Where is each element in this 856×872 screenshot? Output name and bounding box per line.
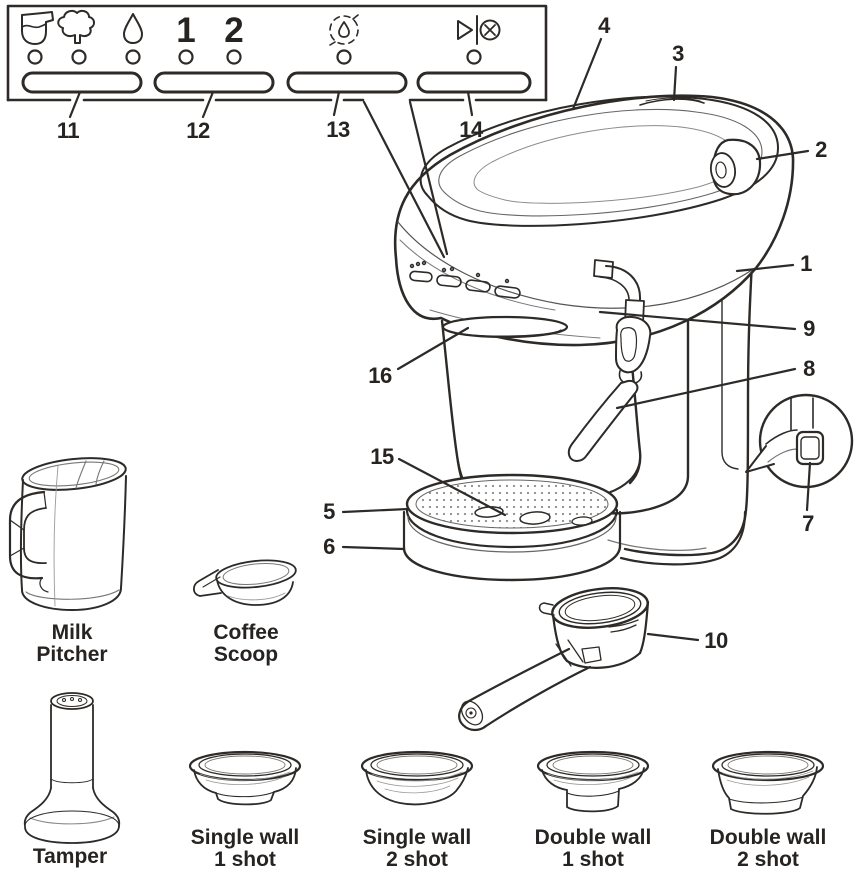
milk-pitcher-label: Milk Pitcher bbox=[36, 621, 108, 666]
inset-pointer-right bbox=[408, 100, 449, 256]
leader-line-6 bbox=[341, 545, 406, 551]
callout-1: 1 bbox=[800, 251, 812, 276]
basket-single-1shot-drawing bbox=[188, 750, 302, 806]
leader-line-15 bbox=[397, 457, 507, 517]
callout-7: 7 bbox=[802, 511, 814, 536]
callout-9: 9 bbox=[803, 316, 815, 341]
descale-button bbox=[286, 71, 408, 94]
machine-control-panel-drawing bbox=[409, 260, 521, 299]
callout-4: 4 bbox=[598, 13, 610, 38]
machine-head-drawing bbox=[393, 94, 795, 347]
start-stop-button bbox=[416, 71, 532, 94]
callout-11: 11 bbox=[56, 118, 80, 143]
leader-line-1 bbox=[735, 263, 795, 273]
leader-line-2 bbox=[755, 149, 810, 161]
portafilter-drawing bbox=[458, 587, 650, 732]
coffee-scoop-drawing bbox=[192, 559, 297, 606]
basket-double-2shot-label: Double wall 2 shot bbox=[709, 826, 827, 871]
leader-line-14 bbox=[466, 90, 474, 117]
espresso-cup-icon bbox=[21, 11, 54, 45]
milk-pitcher-drawing bbox=[8, 457, 127, 611]
leader-line-11 bbox=[68, 90, 82, 119]
basket-double-1shot-label: Double wall 1 shot bbox=[534, 826, 652, 871]
drip-tray-drawing bbox=[402, 473, 622, 582]
basket-double-2shot-drawing bbox=[711, 750, 825, 815]
callout-2: 2 bbox=[815, 137, 827, 162]
tamper-label: Tamper bbox=[32, 845, 108, 868]
steam-icon bbox=[57, 9, 95, 44]
leader-line-13 bbox=[332, 90, 341, 117]
shot-1-label: 1 bbox=[176, 11, 196, 50]
callout-10: 10 bbox=[704, 628, 728, 653]
callout-14: 14 bbox=[459, 117, 483, 142]
callout-12: 12 bbox=[186, 118, 210, 143]
inset-pointer-left bbox=[362, 100, 446, 259]
leader-line-3 bbox=[672, 65, 678, 102]
leader-line-8 bbox=[615, 367, 797, 410]
water-drop-icon bbox=[123, 13, 143, 44]
start-stop-icon bbox=[457, 15, 501, 45]
leader-line-10 bbox=[646, 632, 700, 642]
leader-line-9 bbox=[598, 310, 797, 331]
callout-3: 3 bbox=[672, 41, 684, 66]
steam-wand-drawing bbox=[567, 259, 652, 462]
power-switch-inset bbox=[745, 393, 854, 489]
leader-line-7 bbox=[805, 461, 812, 512]
callout-8: 8 bbox=[803, 356, 815, 381]
hinge-drawing bbox=[709, 138, 762, 196]
basket-single-2shot-label: Single wall 2 shot bbox=[362, 826, 472, 871]
tamper-drawing bbox=[23, 692, 121, 844]
leader-line-5 bbox=[341, 507, 410, 514]
leader-line-12 bbox=[201, 90, 215, 119]
shot-count-button bbox=[153, 71, 275, 94]
callout-15: 15 bbox=[370, 444, 394, 469]
leader-line-16 bbox=[396, 326, 470, 371]
callout-6: 6 bbox=[323, 534, 335, 559]
callout-16: 16 bbox=[368, 363, 392, 388]
basket-double-1shot-drawing bbox=[536, 750, 650, 813]
callout-13: 13 bbox=[326, 117, 350, 142]
descale-icon bbox=[329, 14, 359, 46]
callout-5: 5 bbox=[323, 499, 335, 524]
shot-2-label: 2 bbox=[224, 11, 244, 50]
brew-mode-button bbox=[21, 71, 143, 94]
basket-single-1shot-label: Single wall 1 shot bbox=[190, 826, 300, 871]
leader-lines bbox=[68, 37, 812, 642]
coffee-scoop-label: Coffee Scoop bbox=[213, 621, 279, 666]
basket-single-2shot-drawing bbox=[360, 750, 474, 806]
leader-line-4 bbox=[571, 37, 603, 111]
control-panel-inset bbox=[6, 4, 548, 102]
led-indicators bbox=[27, 49, 482, 65]
